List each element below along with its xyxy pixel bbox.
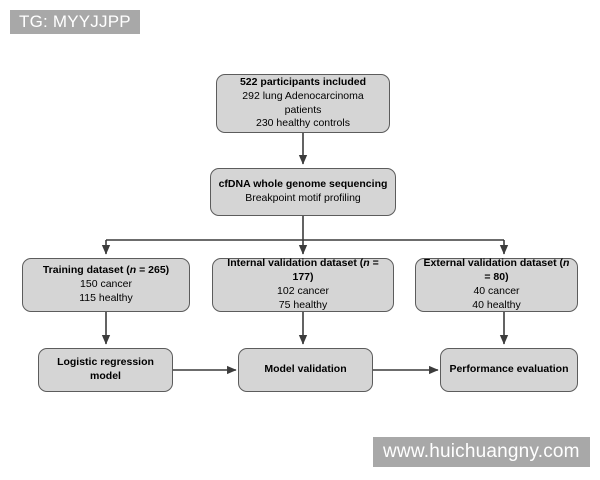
sequencing-title: cfDNA whole genome sequencing (218, 178, 388, 191)
node-internal-validation-dataset[interactable]: Internal validation dataset (n = 177) 10… (212, 257, 394, 312)
internal-title: Internal validation dataset (n = 177) (219, 257, 387, 285)
logistic-label: Logistic regression model (57, 356, 154, 382)
training-title-suffix: = 265) (136, 264, 170, 277)
external-title-suffix: = 80) (484, 271, 509, 284)
internal-title-italic: n (363, 257, 370, 270)
participants-control-count: 230 healthy controls (256, 117, 350, 130)
training-title: Training dataset (n = 265) (43, 264, 169, 278)
external-title: External validation dataset (n = 80) (422, 257, 571, 285)
training-title-prefix: Training dataset ( (42, 264, 130, 277)
external-title-prefix: External validation dataset ( (423, 257, 564, 270)
external-cancer-count: 40 cancer (473, 285, 520, 297)
training-cancer-count: 150 cancer (80, 278, 132, 291)
watermark-top-left: TG: MYYJJPP (10, 10, 140, 34)
node-external-validation-dataset[interactable]: External validation dataset (n = 80) 40 … (415, 257, 578, 312)
training-title-italic: n (129, 264, 137, 277)
node-participants-included[interactable]: 522 participants included 292 lung Adeno… (216, 74, 390, 133)
training-healthy-count: 115 healthy (79, 291, 133, 304)
validation-label: Model validation (264, 363, 347, 376)
node-cfdna-sequencing[interactable]: cfDNA whole genome sequencing Breakpoint… (210, 168, 396, 216)
internal-title-suffix: = 177) (292, 257, 379, 284)
sequencing-subtitle: Breakpoint motif profiling (245, 192, 361, 204)
participants-title: 522 participants included (239, 75, 367, 88)
node-logistic-regression-model[interactable]: Logistic regression model (38, 348, 173, 392)
node-training-dataset[interactable]: Training dataset (n = 265) 150 cancer 11… (22, 258, 190, 312)
external-title-italic: n (563, 257, 570, 270)
internal-healthy-count: 75 healthy (278, 298, 328, 311)
performance-label: Performance evaluation (449, 363, 569, 376)
node-performance-evaluation[interactable]: Performance evaluation (440, 348, 578, 392)
node-model-validation[interactable]: Model validation (238, 348, 373, 392)
external-healthy-count: 40 healthy (472, 298, 521, 311)
watermark-bottom-right: www.huichuangny.com (373, 437, 590, 467)
internal-cancer-count: 102 cancer (277, 285, 329, 297)
internal-title-prefix: Internal validation dataset ( (227, 257, 364, 270)
participants-cancer-count: 292 lung Adenocarcinoma patients (242, 89, 364, 116)
